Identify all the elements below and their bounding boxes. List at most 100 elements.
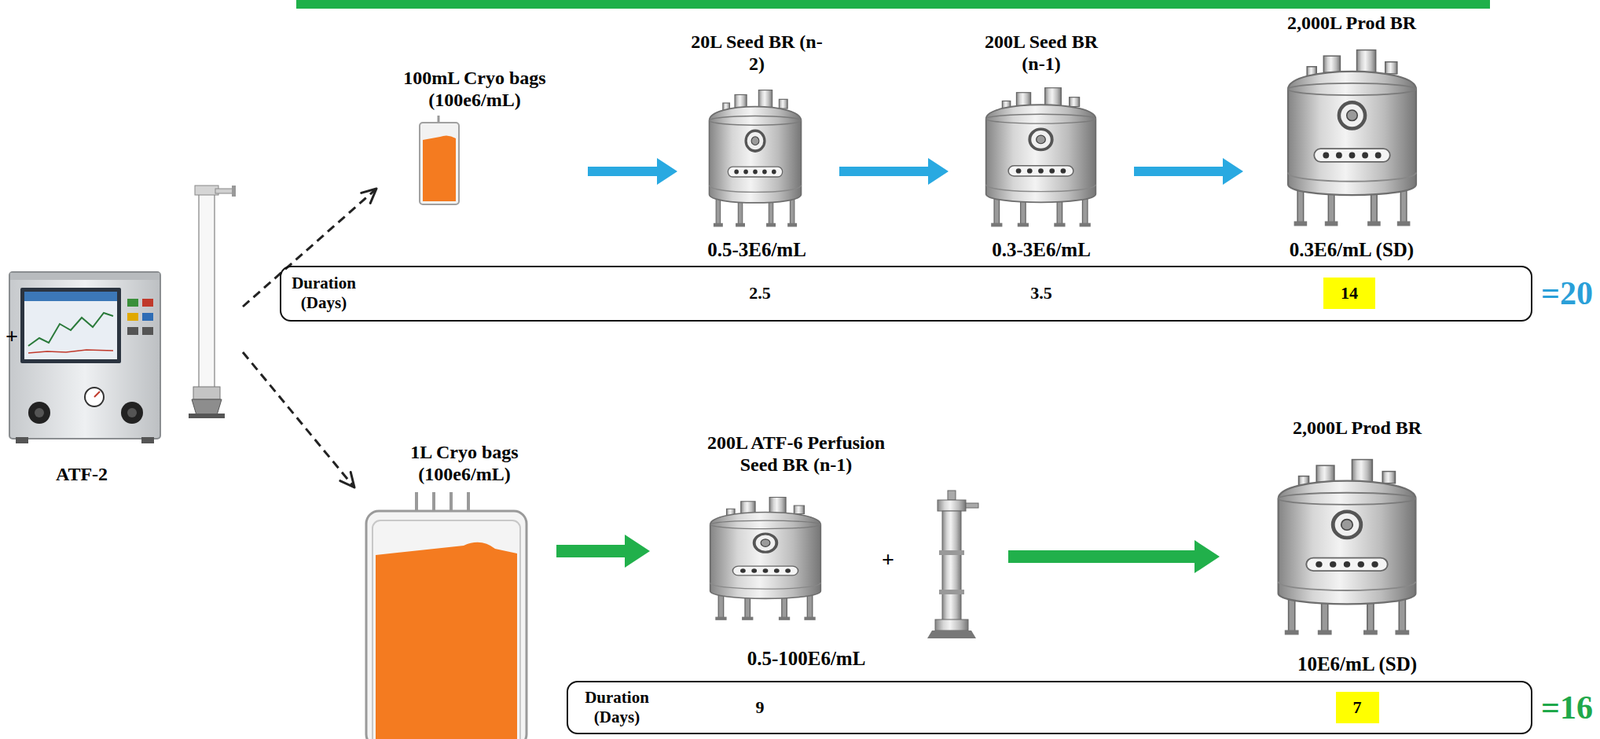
atf2-column: [198, 193, 215, 389]
bioreactor: [710, 497, 821, 621]
atf2-controller: [94, 391, 100, 397]
equipment-label: 2,000L Prod BR: [1292, 417, 1422, 440]
atf6-column: [927, 630, 977, 639]
equipment-node: ATF-2: [3, 179, 240, 494]
equipment-label: 200L Seed BR (n-1): [972, 31, 1111, 75]
duration-box: Duration (Days) 9 7: [566, 680, 1533, 734]
equipment-node: 200L Seed BR (n-1) 0.3-3E6/mL: [954, 29, 1128, 264]
bioreactor: [709, 50, 1417, 635]
atf2-controller: [9, 271, 161, 444]
connector: [1008, 539, 1220, 573]
highlighted-duration: 7: [1335, 691, 1380, 723]
atf2-column: [188, 185, 236, 419]
connector: [587, 157, 678, 185]
duration-value: 3.5: [1030, 282, 1053, 303]
bioreactor: [1288, 50, 1417, 227]
atf6-column: [937, 499, 966, 511]
equipment-node: 200L ATF-6 Perfusion Seed BR (n-1) 0.5-10…: [656, 420, 1002, 672]
equipment-node: 2,000L Prod BR 10E6/mL (SD): [1225, 414, 1462, 679]
cryo-bag-large: [366, 491, 527, 739]
atf2-column: [193, 386, 221, 400]
connector: [242, 352, 355, 488]
atf2-controller: [15, 436, 29, 444]
duration-label: Duration (Days): [284, 273, 364, 313]
bioreactor: [1278, 459, 1417, 635]
equipment-label: 2,000L Prod BR: [1287, 12, 1417, 35]
atf2-controller: [34, 407, 45, 418]
cryo-bag-small: [422, 135, 456, 202]
duration-value: 9: [755, 697, 765, 717]
cell-density: 0.5-3E6/mL: [707, 238, 807, 262]
atf6-column: [939, 550, 965, 555]
cryo-bag-small: [419, 115, 459, 205]
equipment-node: 1L Cryo bags (100e6/mL): [357, 439, 551, 738]
duration-label: Duration (Days): [577, 687, 657, 727]
duration-box: Duration (Days)2.53.514: [279, 265, 1533, 322]
atf2-controller: [142, 312, 154, 321]
cryo-bag-small: [419, 122, 459, 205]
atf2-controller: [28, 401, 51, 424]
cryo-bag-large: [414, 491, 419, 513]
atf2-controller: [20, 287, 122, 364]
highlighted-duration: 14: [1323, 277, 1376, 309]
atf6-column: [965, 502, 979, 508]
plus-sign: +: [881, 546, 895, 573]
equipment-label: ATF-2: [55, 463, 108, 486]
cell-density: 0.5-100E6/mL: [747, 647, 867, 671]
cell-density: 0.3E6/mL (SD): [1289, 238, 1414, 262]
equipment-label: 200L ATF-6 Perfusion Seed BR (n-1): [689, 432, 903, 476]
equipment-node: 100mL Cryo bags (100e6/mL): [379, 65, 582, 209]
cryo-bag-large: [466, 491, 470, 513]
bioreactor: [986, 88, 1097, 228]
equipment-node: 20L Seed BR (n-2) 0.5-3E6/mL: [683, 29, 834, 264]
plus-sign: +: [5, 323, 19, 349]
total-duration: =20: [1541, 274, 1593, 312]
atf2-controller: [28, 349, 114, 353]
atf6-column: [942, 510, 962, 621]
atf2-controller: [127, 298, 139, 307]
equipment-label: 100mL Cryo bags (100e6/mL): [384, 67, 566, 111]
cell-density: 0.3-3E6/mL: [991, 238, 1091, 262]
atf2-controller: [141, 436, 155, 444]
atf2-column: [191, 399, 222, 415]
connector: [587, 157, 678, 185]
atf2-controller: [142, 298, 154, 307]
atf2-controller: [127, 326, 139, 335]
total-duration: =16: [1541, 688, 1593, 727]
header-bar: [296, 0, 1490, 9]
atf2-controller: [24, 291, 118, 301]
equipment-label: 1L Cryo bags (100e6/mL): [401, 441, 528, 485]
connector: [340, 472, 355, 488]
equipment-label: 20L Seed BR (n-2): [689, 31, 824, 75]
atf2-column: [188, 413, 225, 419]
atf2-controller: [10, 272, 160, 280]
cryo-bag-large: [372, 520, 521, 739]
atf6-column: [927, 490, 979, 639]
connector: [1133, 157, 1244, 185]
connector: [839, 157, 949, 185]
atf2-controller: [127, 407, 137, 418]
connector: [1133, 157, 1244, 185]
atf2-controller: [127, 312, 139, 321]
atf2-controller: [9, 271, 161, 439]
connector: [556, 534, 650, 568]
atf2-controller: [121, 401, 144, 424]
connector: [1008, 539, 1220, 573]
atf2-controller: [84, 387, 104, 407]
cryo-bag-large: [432, 491, 436, 513]
atf2-controller: [28, 312, 114, 346]
atf6-column: [947, 490, 956, 500]
bioreactor: [709, 90, 802, 228]
cryo-bag-large: [375, 542, 518, 739]
header-bar: [296, 0, 1490, 9]
atf2-column: [231, 185, 236, 197]
cell-density: 10E6/mL (SD): [1297, 653, 1417, 676]
connector: [556, 534, 650, 568]
atf2-controller: [24, 291, 118, 360]
atf2-column: [215, 188, 233, 194]
connector: [242, 352, 355, 488]
